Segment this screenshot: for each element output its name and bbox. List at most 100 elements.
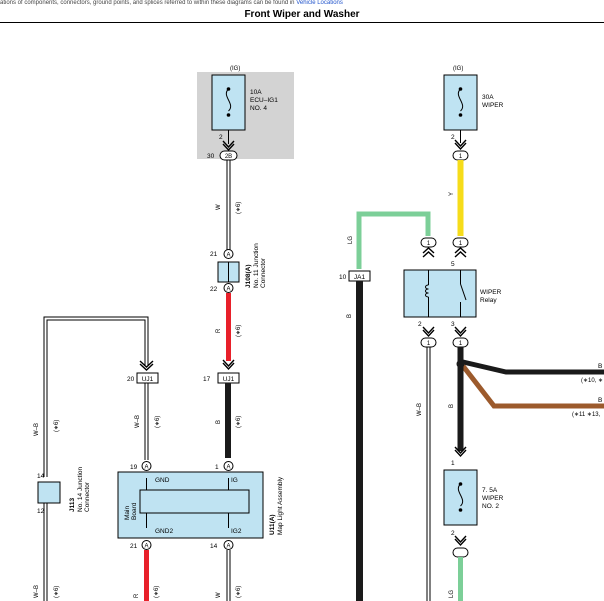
lg-top-label: LG (348, 236, 354, 244)
u11-pin-gnd2 (141, 540, 152, 550)
ecu-ig1-conn-no: 30 (207, 153, 215, 160)
u11-pin-gnd2-label: A (144, 544, 148, 550)
fuse-pin-dot (458, 508, 463, 512)
ecu-ig1-fuse-symbol (225, 88, 232, 112)
ja1-id: JA1 (354, 274, 366, 281)
wiper-no2-term (452, 547, 469, 558)
relay-t-bot-l (420, 337, 437, 348)
wiper-no2-l2: WIPER (482, 495, 504, 502)
right-top-label: B (598, 363, 602, 370)
page-title: Front Wiper and Washer (244, 9, 360, 20)
right-top-note: (∗10, ∗ (581, 378, 603, 384)
u11-pin-gnd2-no: 21 (130, 543, 138, 550)
vehicle-locations-link[interactable]: Vehicle Locations (296, 0, 343, 6)
b-u11-label: B (216, 420, 222, 424)
wiper-no2-pin-bottom: 2 (451, 530, 455, 537)
relay-arrow-tr (454, 247, 467, 258)
u11-pin-ig-label: A (226, 465, 230, 471)
j113-pin-top: 14 (37, 473, 45, 480)
j108-pin-bottom-label: A (226, 287, 230, 293)
relay-t-bot-l-label: 1 (427, 341, 431, 347)
uj1-right-no: 17 (203, 376, 211, 383)
ecu-ig1-pin: 2 (219, 134, 223, 141)
black-branch-right (462, 359, 604, 375)
j108-id: J108(A) (245, 265, 252, 288)
relay-arrow-br (454, 326, 467, 338)
wb-inner-note: (∗6) (155, 416, 161, 428)
green-wire-top (356, 211, 431, 269)
red-wire (226, 293, 231, 361)
title-rule (0, 22, 604, 23)
relay-t-top-l-label: 1 (427, 241, 431, 247)
r-low-note: (∗6) (154, 586, 160, 598)
relay-name2: Relay (480, 297, 497, 304)
wiper-no2-l1: 7. 5A (482, 487, 498, 494)
b-ja1-label: B (347, 314, 353, 318)
uj1-left-id: UJ1 (142, 376, 154, 383)
fuse-pin-dot (226, 113, 231, 117)
w-low-label: W (216, 592, 222, 598)
wb-outer-label: W–B (34, 423, 40, 436)
u11-gnd2: GND2 (155, 528, 173, 535)
u11-board1: Main (124, 506, 131, 520)
relay-t-top-r-label: 1 (459, 241, 463, 247)
yellow-wire (457, 160, 464, 236)
wiper30-pin: 2 (451, 134, 455, 141)
relay-pin-5: 5 (451, 261, 455, 268)
relay-pin-3: 3 (451, 321, 455, 328)
j108-name1: No. 11 Junction (253, 243, 260, 288)
u11-pin-gnd-label: A (144, 465, 148, 471)
u11-name: Map Light Assembly (277, 476, 284, 535)
wiper-no2-arrow-bottom (454, 535, 467, 547)
brown-branch-right (461, 364, 604, 409)
conn-2b (219, 150, 238, 161)
relay-coil-icon (425, 284, 429, 298)
wiper30-l2: WIPER (482, 102, 504, 109)
right-bot-note: (∗11 ∗13, (572, 412, 601, 418)
j113-pin-bottom: 12 (37, 508, 45, 515)
wb-inner-label: W–B (135, 415, 141, 428)
j113-id: J113 (69, 498, 76, 512)
u11-pin-gnd (141, 461, 152, 471)
u11-pin-ig2 (223, 540, 234, 550)
ecu-ig1-l2: ECU–IG1 (250, 97, 278, 104)
r-j108-label: R (216, 328, 222, 333)
wiper-no2-fuse (443, 469, 478, 526)
wiper30-supply: (IG) (453, 66, 463, 72)
uj1-right-arrow (222, 359, 235, 371)
u11-main-board (139, 489, 250, 514)
wb-j113-low-note: (∗6) (54, 586, 60, 598)
lg-low-label: LG (449, 590, 455, 598)
u11-pin-ig2-label: A (226, 544, 230, 550)
j108-pin-bottom-no: 22 (210, 286, 218, 293)
b-relay-label: B (449, 404, 455, 408)
wiper30-fuse (443, 74, 478, 131)
u11-ig: IG (231, 477, 238, 484)
ecu-ig1-l1: 10A (250, 89, 262, 96)
black-wire-ja1 (356, 281, 363, 601)
relay-t-bot-r-label: 1 (459, 341, 463, 347)
relay-name1: WIPER (480, 289, 502, 296)
wb-outer-loop-b (46, 319, 146, 477)
uj1-left-no: 20 (127, 376, 135, 383)
ecu-ig1-conn-id: 2B (225, 154, 232, 160)
j113-name1: No. 14 Junction (77, 466, 84, 512)
ecu-ig1-l3: NO. 4 (250, 105, 267, 112)
b-u11-note: (∗6) (236, 416, 242, 428)
u11-pin-ig-no: 1 (215, 464, 219, 471)
u11-ig2: IG2 (231, 528, 242, 535)
j108-pin-top (223, 249, 234, 259)
wb-relay-label: W–B (417, 403, 423, 416)
red-wire-low (144, 550, 149, 601)
j113-name2: Connector (84, 481, 91, 512)
wiper-no2-fuse-symbol (457, 483, 464, 507)
w-low-note: (∗6) (236, 586, 242, 598)
j108-pin-bottom (223, 283, 234, 293)
relay-arrow-tl (422, 247, 435, 258)
wb-j113-low-label: W–B (34, 585, 40, 598)
relay-switch-icon (460, 283, 467, 301)
j108-pin-top-label: A (226, 253, 230, 259)
y-fuse-label: Y (449, 192, 455, 196)
wiper-no2-arrow-top (454, 446, 467, 458)
